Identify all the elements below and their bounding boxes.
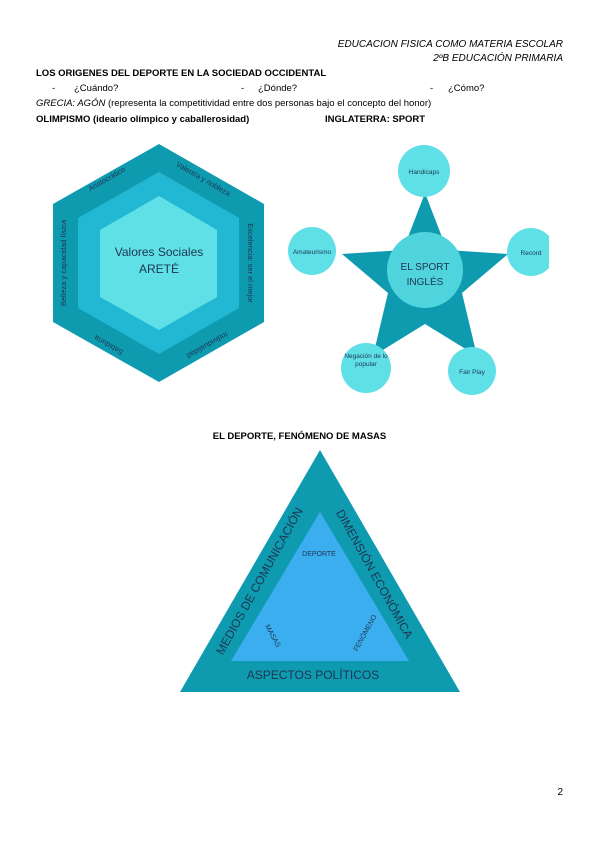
star-node-handicaps (398, 145, 450, 197)
question-cuando: ¿Cuándo? (74, 83, 119, 94)
hexagon-edge-label: Excelencia: ser el mejor (246, 223, 255, 303)
triangle-bottom-label: ASPECTOS POLÍTICOS (247, 667, 379, 682)
masas-triangle-diagram: MEDIOS DE COMUNICACIÓN DIMENSIÓN ECONÓMI… (180, 450, 460, 692)
grecia-label: GRECIA: AGÓN (36, 98, 106, 109)
star-center-line2: INGLÉS (407, 275, 444, 288)
grecia-description: (representa la competitividad entre dos … (105, 98, 432, 109)
section-title: LOS ORIGENES DEL DEPORTE EN LA SOCIEDAD … (36, 68, 327, 79)
star-node-negacion-label-box: Negación de lo popular (344, 353, 388, 368)
question-bullet: - (430, 83, 434, 94)
star-node-fair-play (448, 347, 496, 395)
question-donde: ¿Dónde? (258, 83, 298, 94)
question-como: ¿Cómo? (448, 83, 485, 94)
star-center-line1: EL SPORT (401, 262, 450, 273)
star-node-label: Amateurismo (293, 249, 332, 256)
question-bullet: - (52, 83, 56, 94)
hexagon-inner (100, 196, 217, 330)
star-node-label: Negación de lo popular (344, 353, 388, 368)
olimpismo-heading: OLIMPISMO (ideario olímpico y caballeros… (36, 114, 250, 125)
star-node-label: Record (521, 250, 542, 257)
document-header-course: 2ºB EDUCACIÓN PRIMARIA (433, 53, 563, 64)
inglaterra-heading: INGLATERRA: SPORT (325, 114, 426, 125)
star-center-circle (387, 232, 463, 308)
page-number: 2 (557, 787, 563, 798)
triangle-section-title: EL DEPORTE, FENÓMENO DE MASAS (212, 431, 387, 442)
star-node-label: Handicaps (409, 169, 440, 176)
triangle-inner-top-label: DEPORTE (302, 551, 336, 558)
sport-star-diagram: EL SPORT INGLÉS Handicaps Record Fair Pl… (288, 145, 549, 395)
hexagon-center-line2: ARETÉ (139, 261, 179, 276)
triangle-inner (231, 512, 409, 661)
arete-hexagon-diagram: Valores Sociales ARETÉ Aristocrático Val… (53, 144, 264, 382)
hexagon-edge-label: Belleza y capacidad física (59, 219, 68, 306)
document-header-title: EDUCACION FISICA COMO MATERIA ESCOLAR (337, 39, 563, 50)
star-node-record (507, 228, 549, 276)
grecia-line: GRECIA: AGÓN (representa la competitivid… (36, 98, 431, 109)
star-node-label: Fair Play (459, 369, 485, 376)
star-node-amateurismo (288, 227, 336, 275)
star-node-negacion (341, 343, 391, 393)
hexagon-center-line1: Valores Sociales (115, 245, 204, 259)
question-bullet: - (241, 83, 245, 94)
